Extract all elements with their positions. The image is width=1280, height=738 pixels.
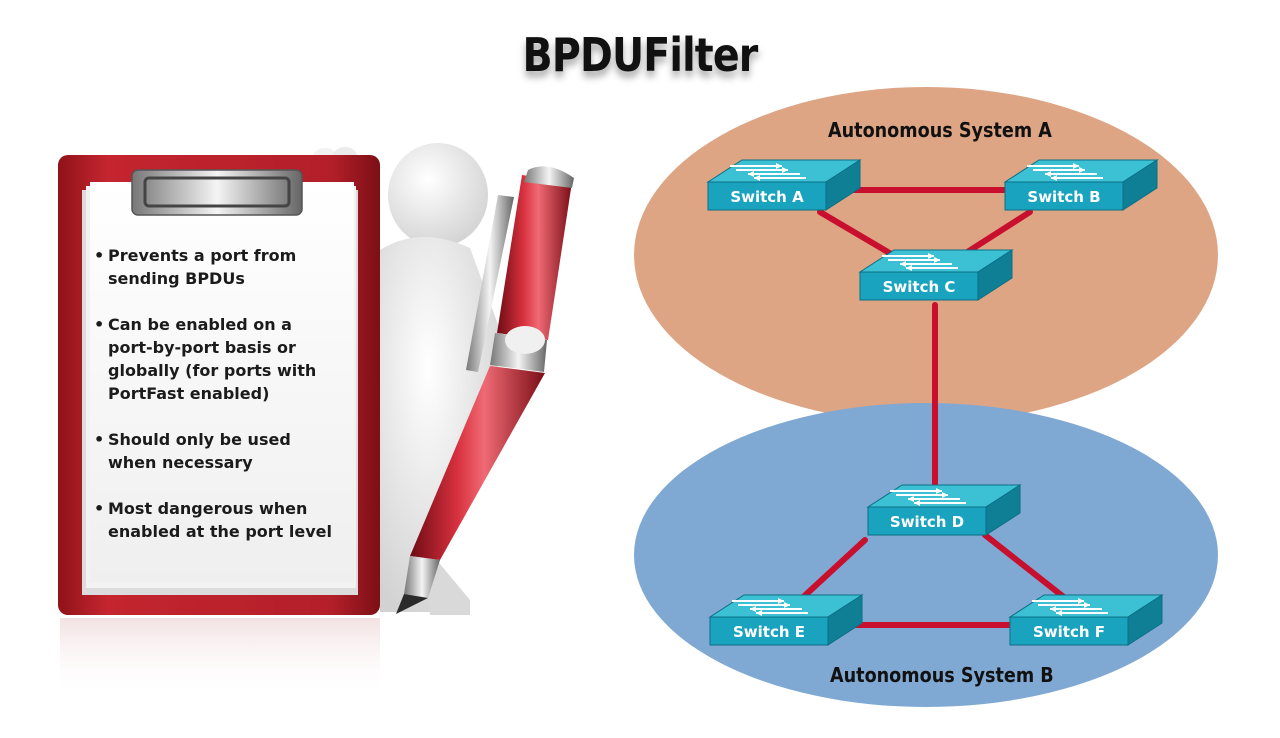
clipboard-illustration <box>58 155 380 615</box>
list-item: •Should only be used when necessary <box>94 430 291 472</box>
list-item: •Can be enabled on a port-by-port basis … <box>94 315 317 403</box>
bullet-list: •Prevents a port from sending BPDUs •Can… <box>92 244 342 566</box>
switch-f-icon: Switch F <box>1008 594 1164 646</box>
bullet-glyph: • <box>94 430 105 449</box>
page-title: BPDUFilter <box>522 28 759 82</box>
switch-c-icon: Switch C <box>858 249 1014 301</box>
list-item: •Most dangerous when enabled at the port… <box>94 499 332 541</box>
pen-illustration <box>396 166 574 614</box>
link-d-f <box>982 532 1068 601</box>
switch-c-label: Switch C <box>883 278 956 296</box>
switch-b-icon: Switch B <box>1003 159 1159 211</box>
clipboard-reflection <box>60 618 380 698</box>
bullet-glyph: • <box>94 246 105 265</box>
switch-b-label: Switch B <box>1027 188 1100 206</box>
switch-f-label: Switch F <box>1033 623 1105 641</box>
autonomous-system-a-label: Autonomous System A <box>828 118 1052 142</box>
switch-d-icon: Switch D <box>866 484 1022 536</box>
switch-e-label: Switch E <box>733 623 805 641</box>
link-d-e <box>797 537 868 603</box>
link-a-c <box>817 209 901 261</box>
bullet-glyph: • <box>94 499 105 518</box>
switch-e-icon: Switch E <box>708 594 864 646</box>
figure-illustration <box>313 143 501 615</box>
switch-a-icon: Switch A <box>706 159 862 211</box>
autonomous-system-b-region <box>634 403 1218 707</box>
bullet-glyph: • <box>94 315 105 334</box>
switch-d-label: Switch D <box>890 513 964 531</box>
autonomous-system-b-label: Autonomous System B <box>830 663 1054 687</box>
switch-a-label: Switch A <box>730 188 804 206</box>
list-item: •Prevents a port from sending BPDUs <box>94 246 297 288</box>
